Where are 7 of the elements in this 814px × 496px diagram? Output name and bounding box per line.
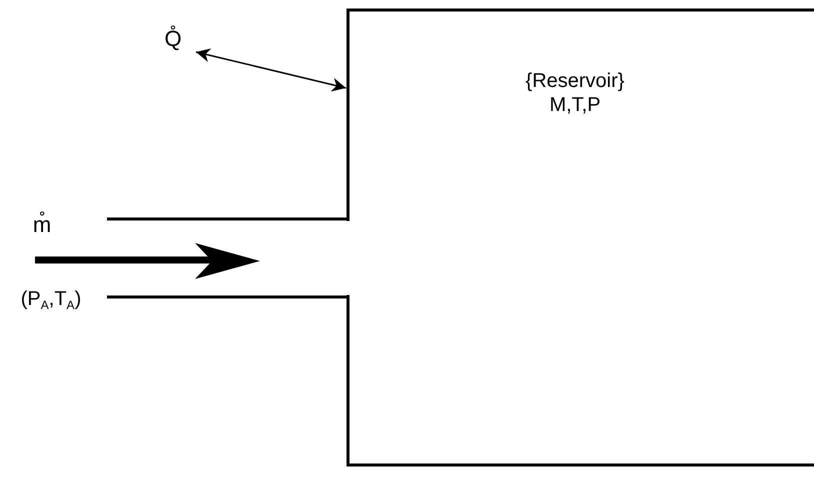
- reservoir-vessel: [346, 8, 814, 468]
- inlet-conditions-label: (P$_{A}$,T$_{A}$): [20, 287, 82, 314]
- heat-flow-label: Q̊: [158, 16, 188, 62]
- arrow: [196, 48, 346, 92]
- reservoir-label: {Reservoir}: [524, 70, 626, 92]
- mass-flow-label: m̊: [32, 210, 52, 239]
- state-variables: M,T,P: [548, 94, 602, 116]
